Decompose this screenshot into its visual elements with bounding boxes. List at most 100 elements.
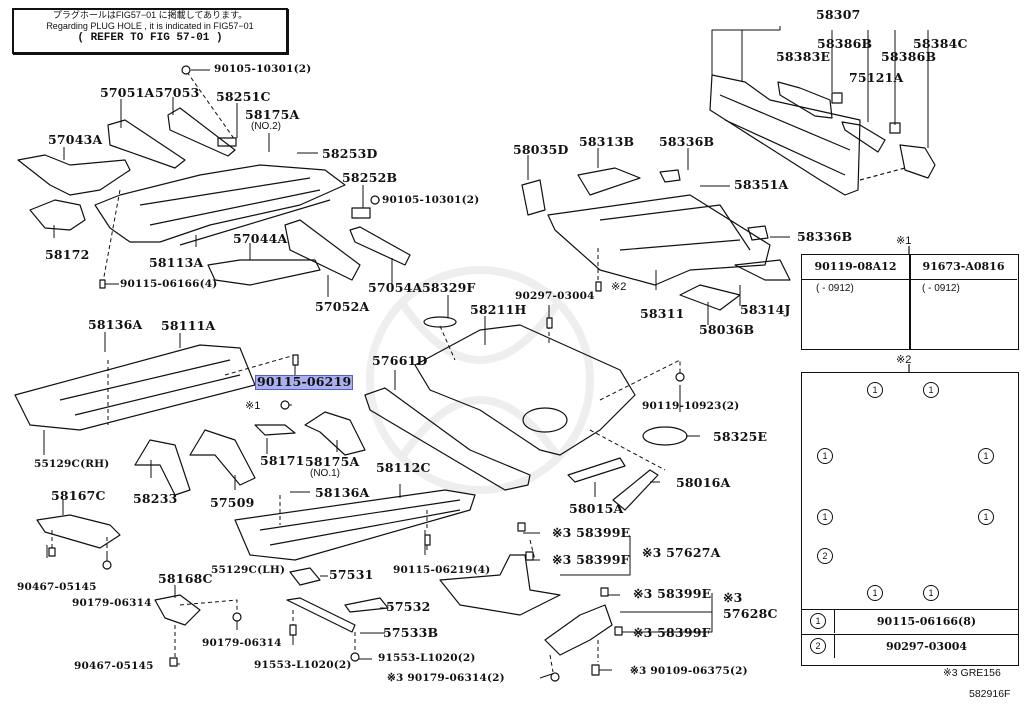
part-shape-58111A: [14, 344, 256, 431]
part-shape-58167C: [36, 514, 121, 549]
part-shape-57532: [344, 597, 389, 613]
part-label-91553-L1020-b[interactable]: 91553-L1020(2): [378, 652, 476, 664]
callout-circle-icon: 1: [817, 509, 833, 525]
part-label-91553-L1020-a[interactable]: 91553-L1020(2): [254, 659, 352, 671]
part-sublabel-no2: (NO.2): [251, 121, 281, 132]
part-label-55129C-LH[interactable]: 55129C(LH): [211, 564, 286, 576]
part-label-58399E-2[interactable]: ※3 58399E: [633, 586, 712, 601]
part-label-58035D[interactable]: 58035D: [513, 142, 569, 157]
part-label-57533B[interactable]: 57533B: [383, 625, 439, 640]
part-label-58384C[interactable]: 58384C: [913, 36, 968, 51]
part-shape-58329F: [423, 316, 457, 328]
part-label-55129C-RH[interactable]: 55129C(RH): [34, 458, 110, 470]
inset1-bolt-table: 90119-08A12 91673-A0816 ( - 0912) ( - 09…: [801, 254, 1019, 350]
part-label-90467-05145-b[interactable]: 90467-05145: [74, 660, 154, 672]
part-shape-58313B: [577, 167, 641, 196]
inset1-col2-part[interactable]: 91673-A0816: [910, 255, 1017, 280]
part-shape-58314J: [734, 259, 791, 281]
part-label-58251C[interactable]: 58251C: [216, 89, 271, 104]
part-label-58136A-1[interactable]: 58136A: [88, 317, 143, 332]
part-label-58172[interactable]: 58172: [45, 247, 90, 262]
part-shape-57509: [189, 429, 256, 486]
part-label-58211H[interactable]: 58211H: [470, 302, 527, 317]
part-label-58252B[interactable]: 58252B: [342, 170, 398, 185]
part-label-57627A[interactable]: ※3 57627A: [642, 545, 721, 560]
callout-2-icon: 2: [810, 638, 826, 654]
part-shape-58211H: [414, 324, 636, 456]
part-label-57531[interactable]: 57531: [329, 567, 374, 582]
part-label-58113A[interactable]: 58113A: [149, 255, 204, 270]
part-label-58307[interactable]: 58307: [816, 7, 861, 22]
note-line-refer: ( REFER TO FIG 57-01 ): [77, 32, 223, 44]
model-applicability-note: ※3 GRE156: [943, 667, 1001, 679]
part-label-90105-10301-mid[interactable]: 90105-10301(2): [382, 194, 480, 206]
part-label-58314J[interactable]: 58314J: [740, 302, 791, 317]
part-label-57053[interactable]: 57053: [155, 85, 200, 100]
part-label-58168C[interactable]: 58168C: [158, 571, 213, 586]
part-shape-58112C: [234, 489, 476, 561]
part-label-57052A[interactable]: 57052A: [315, 299, 370, 314]
part-label-57051A[interactable]: 57051A: [100, 85, 155, 100]
part-label-58399F-1[interactable]: ※3 58399F: [552, 552, 630, 567]
part-label-58136A-2[interactable]: 58136A: [315, 485, 370, 500]
part-label-90179-06314-b[interactable]: 90179-06314: [202, 637, 282, 649]
part-label-90115-06219-highlighted[interactable]: 90115-06219: [254, 374, 354, 390]
inset1-col2-range: ( - 0912): [922, 283, 960, 294]
part-label-57628C[interactable]: 57628C: [723, 606, 778, 621]
part-shape-58386B-a: [831, 92, 843, 104]
part-label-58111A[interactable]: 58111A: [161, 318, 216, 333]
part-label-90467-05145-a[interactable]: 90467-05145: [17, 581, 97, 593]
part-label-58383E[interactable]: 58383E: [776, 49, 831, 64]
part-label-90119-10923[interactable]: 90119-10923(2): [642, 400, 740, 412]
part-label-58399F-2[interactable]: ※3 58399F: [633, 625, 711, 640]
part-label-57532[interactable]: 57532: [386, 599, 431, 614]
part-label-58233[interactable]: 58233: [133, 491, 178, 506]
part-label-58167C[interactable]: 58167C: [51, 488, 106, 503]
part-shape-57531: [289, 567, 321, 586]
part-label-58399E-1[interactable]: ※3 58399E: [552, 525, 631, 540]
part-label-90297-03004[interactable]: 90297-03004: [515, 290, 595, 302]
part-label-58175A-no1[interactable]: 58175A: [305, 454, 360, 469]
part-shape-58016A: [612, 469, 659, 511]
callout-circle-icon: 1: [817, 448, 833, 464]
part-label-58325E[interactable]: 58325E: [713, 429, 768, 444]
inset1-divider: [909, 255, 911, 349]
part-label-58313B[interactable]: 58313B: [579, 134, 635, 149]
inset2-legend-part-1[interactable]: 90115-06166(8): [876, 615, 977, 628]
inset2-legend-row-2: 2 90297-03004: [802, 634, 1018, 658]
part-label-90179-06314-c[interactable]: ※3 90179-06314(2): [387, 672, 505, 684]
part-label-58336B-1[interactable]: 58336B: [659, 134, 715, 149]
part-label-58329F[interactable]: 58329F: [422, 280, 476, 295]
part-label-57054A[interactable]: 57054A: [368, 280, 423, 295]
part-label-90115-06219-4[interactable]: 90115-06219(4): [393, 564, 491, 576]
part-shape-58233: [134, 439, 191, 496]
part-label-57661D[interactable]: 57661D: [372, 353, 428, 368]
part-label-58351A[interactable]: 58351A: [734, 177, 789, 192]
part-label-58171[interactable]: 58171: [260, 453, 305, 468]
part-sublabel-no1: (NO.1): [310, 468, 340, 479]
part-label-58311[interactable]: 58311: [640, 306, 685, 321]
part-label-58336B-2[interactable]: 58336B: [797, 229, 853, 244]
part-label-57509[interactable]: 57509: [210, 495, 255, 510]
part-label-90109-06375[interactable]: ※3 90109-06375(2): [630, 665, 748, 677]
part-label-58036B[interactable]: 58036B: [699, 322, 755, 337]
part-label-58015A[interactable]: 58015A: [569, 501, 624, 516]
part-label-58253D[interactable]: 58253D: [322, 146, 378, 161]
part-label-90179-06314-a[interactable]: 90179-06314: [72, 597, 152, 609]
callout-circle-icon: 1: [867, 382, 883, 398]
part-label-57043A[interactable]: 57043A: [48, 132, 103, 147]
part-label-58386B-2[interactable]: 58386B: [881, 49, 937, 64]
part-label-75121A[interactable]: 75121A: [849, 70, 904, 85]
part-label-57044A[interactable]: 57044A: [233, 231, 288, 246]
watermark-emblem: [366, 266, 594, 494]
part-label-90105-10301-top[interactable]: 90105-10301(2): [214, 63, 312, 75]
part-label-58175A-no2[interactable]: 58175A: [245, 107, 300, 122]
part-label-58386B-1[interactable]: 58386B: [817, 36, 873, 51]
inset2-legend-part-2[interactable]: 90297-03004: [885, 640, 968, 653]
part-label-90115-06166[interactable]: 90115-06166(4): [120, 278, 218, 290]
inset1-col1-part[interactable]: 90119-08A12: [802, 255, 909, 280]
part-label-58112C[interactable]: 58112C: [376, 460, 431, 475]
part-shape-58383E: [777, 81, 833, 119]
part-label-58016A[interactable]: 58016A: [676, 475, 731, 490]
part-shape-58307: [709, 74, 861, 196]
